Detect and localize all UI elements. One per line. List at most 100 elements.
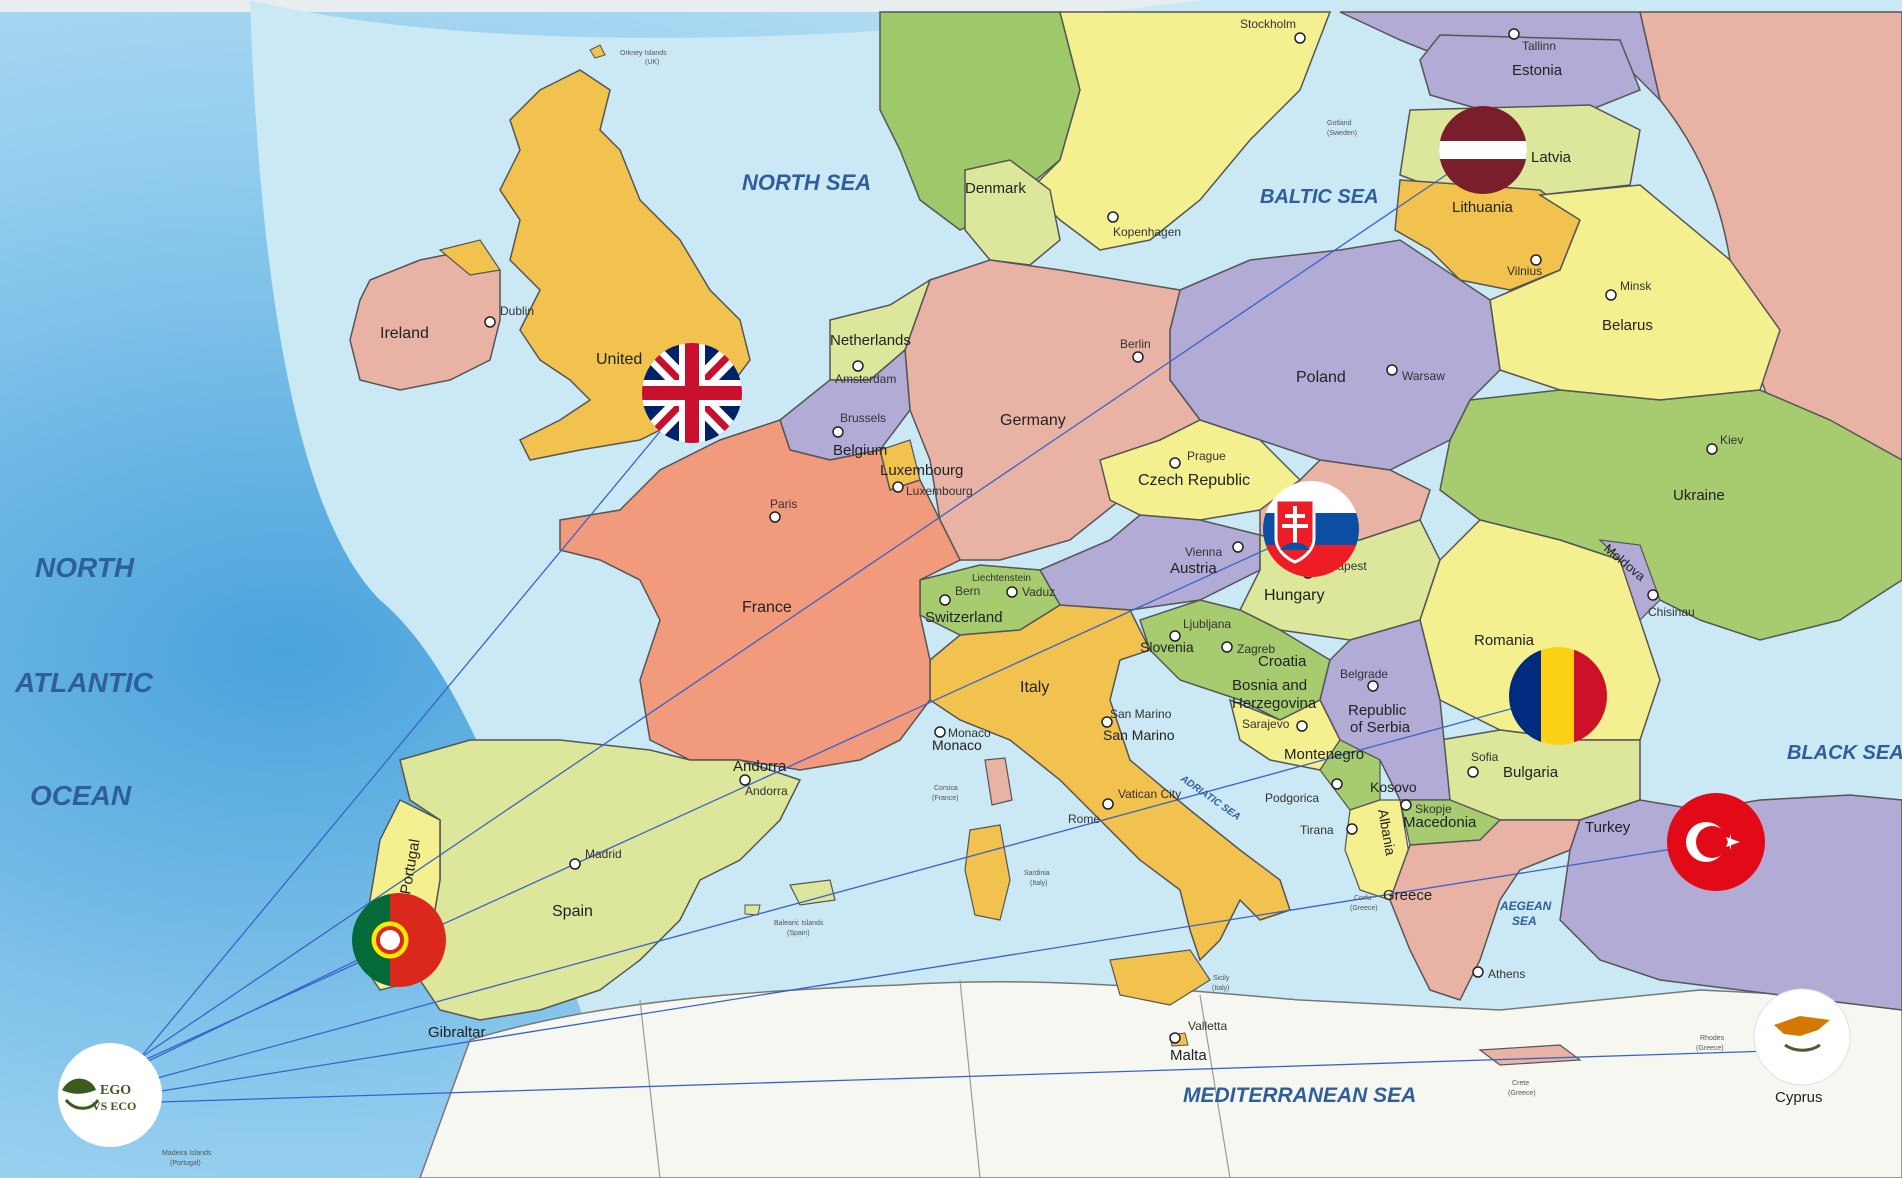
country-label-turkey: Turkey: [1585, 819, 1631, 836]
city-label-liechtenstein: Liechtenstein: [972, 573, 1031, 584]
city-label-madrid: Madrid: [585, 847, 622, 861]
country-label-ireland: Ireland: [380, 325, 429, 342]
label-rhodes: Rhodes: [1700, 1035, 1725, 1042]
label-madeira: Madeira Islands: [162, 1150, 212, 1157]
sea-label-black: BLACK SEA: [1787, 742, 1902, 764]
country-label-san-marino: San Marino: [1103, 727, 1175, 743]
city-label-vienna: Vienna: [1185, 545, 1222, 559]
city-label-tallinn: Tallinn: [1522, 39, 1556, 53]
greece-land: [1389, 819, 1582, 1001]
city-label-andorra: Andorra: [745, 784, 788, 798]
logo-text-line2: VS ECO: [92, 1099, 136, 1113]
country-label-belgium: Belgium: [833, 442, 887, 459]
montenegro-land: [1319, 739, 1381, 811]
small-region-labels: Orkney Islands (UK) Gotland (Sweden) Cor…: [162, 50, 1725, 1167]
country-label-ukraine: Ukraine: [1673, 487, 1725, 504]
label-sicily-sub: (Italy): [1212, 985, 1230, 992]
city-label-bern: Bern: [955, 584, 980, 598]
romania-flag-icon[interactable]: [1508, 646, 1608, 746]
country-label-serbia-1: Republic: [1348, 702, 1407, 719]
connector-romania: [149, 695, 1559, 1081]
city-label-paris: Paris: [770, 497, 797, 511]
corsica-land: [984, 757, 1013, 806]
country-label-macedonia: Macedonia: [1403, 814, 1477, 831]
country-label-kosovo: Kosovo: [1370, 779, 1417, 795]
country-label-bosnia-1: Bosnia and: [1232, 677, 1307, 694]
leaf-icon: [62, 1078, 96, 1094]
city-label-stockholm: Stockholm: [1240, 17, 1296, 31]
label-sardinia-sub: (Italy): [1030, 880, 1048, 887]
city-label-san-marino: San Marino: [1110, 707, 1172, 721]
sea-label-aegean-2: SEA: [1512, 914, 1537, 928]
slovakia-flag-icon[interactable]: [1262, 480, 1362, 579]
label-corfu: Corfu: [1354, 895, 1371, 902]
connector-uk: [139, 392, 693, 1059]
country-label-serbia-2: of Serbia: [1350, 719, 1411, 736]
connector-lines: [139, 149, 1803, 1103]
cyprus-flag-icon[interactable]: [1753, 988, 1851, 1086]
city-label-berlin: Berlin: [1120, 337, 1151, 351]
connector-latvia: [139, 149, 1484, 1059]
country-label-hungary: Hungary: [1264, 587, 1324, 604]
sea-label-baltic: BALTIC SEA: [1260, 186, 1379, 208]
country-label-malta: Malta: [1170, 1047, 1207, 1064]
label-gotland-sub: (Sweden): [1327, 130, 1357, 137]
ocean-label-line2: ATLANTIC: [14, 667, 154, 698]
logo-text-line1: EGO: [100, 1083, 131, 1098]
denmark-land: [964, 159, 1061, 266]
country-label-luxembourg: Luxembourg: [880, 462, 963, 479]
country-label-belarus: Belarus: [1602, 317, 1653, 334]
ego-vs-eco-logo[interactable]: EGO VS ECO: [58, 1043, 162, 1147]
country-label-bulgaria: Bulgaria: [1503, 764, 1559, 781]
country-label-spain: Spain: [552, 903, 593, 920]
label-corsica: Corsica: [934, 785, 958, 792]
connector-portugal: [139, 939, 400, 1066]
italy-land: [929, 604, 1291, 962]
ocean-label-line1: NORTH: [35, 552, 135, 583]
balearic-land: [789, 879, 836, 906]
label-sardinia: Sardinia: [1024, 870, 1050, 877]
ibiza-land: [744, 904, 761, 916]
label-balearic: Balearic Islands: [774, 920, 824, 927]
latvia-flag-icon[interactable]: [1437, 104, 1529, 196]
country-labels: Ireland United Netherlands Belgium Luxem…: [380, 62, 1823, 1106]
label-orkney: Orkney Islands: [620, 50, 667, 57]
label-gotland: Gotland: [1327, 120, 1352, 127]
country-label-romania: Romania: [1474, 632, 1535, 649]
country-label-monaco: Monaco: [932, 737, 982, 753]
city-label-vaduz: Vaduz: [1022, 585, 1055, 599]
label-sicily: Sicily: [1213, 975, 1230, 982]
country-label-uk: United: [596, 351, 642, 368]
city-label-warsaw: Warsaw: [1402, 369, 1445, 383]
city-label-belgrade: Belgrade: [1340, 667, 1388, 681]
country-label-poland: Poland: [1296, 369, 1346, 386]
ocean-label-line3: OCEAN: [30, 780, 132, 811]
city-label-dublin: Dublin: [500, 304, 534, 318]
label-balearic-sub: (Spain): [787, 930, 810, 937]
city-label-kopenhagen: Kopenhagen: [1113, 225, 1181, 239]
city-label-amsterdam: Amsterdam: [835, 372, 896, 386]
label-crete-sub: (Greece): [1508, 1090, 1536, 1097]
label-corsica-sub: (France): [932, 795, 958, 802]
city-label-minsk: Minsk: [1620, 279, 1652, 293]
country-label-cyprus: Cyprus: [1775, 1089, 1823, 1106]
country-label-austria: Austria: [1170, 560, 1217, 577]
sweden-land: [1028, 11, 1332, 251]
turkey-land: [1559, 794, 1902, 1011]
label-rhodes-sub: (Greece): [1696, 1045, 1724, 1052]
label-corfu-sub: (Greece): [1350, 905, 1378, 912]
africa-borders: [639, 979, 1231, 1178]
city-label-brussels: Brussels: [840, 411, 886, 425]
country-label-croatia: Croatia: [1258, 653, 1307, 670]
connector-turkey: [154, 841, 1717, 1093]
north-africa-land: [419, 980, 1902, 1178]
label-orkney-sub: (UK): [645, 59, 659, 66]
city-label-athens: Athens: [1488, 967, 1525, 981]
city-label-skopje: Skopje: [1415, 802, 1452, 816]
sea-label-aegean-1: AEGEAN: [1499, 899, 1552, 913]
city-label-prague: Prague: [1187, 449, 1226, 463]
uk-flag-icon[interactable]: [640, 340, 744, 446]
turkey-flag-icon[interactable]: [1667, 793, 1765, 891]
label-crete: Crete: [1512, 1080, 1529, 1087]
